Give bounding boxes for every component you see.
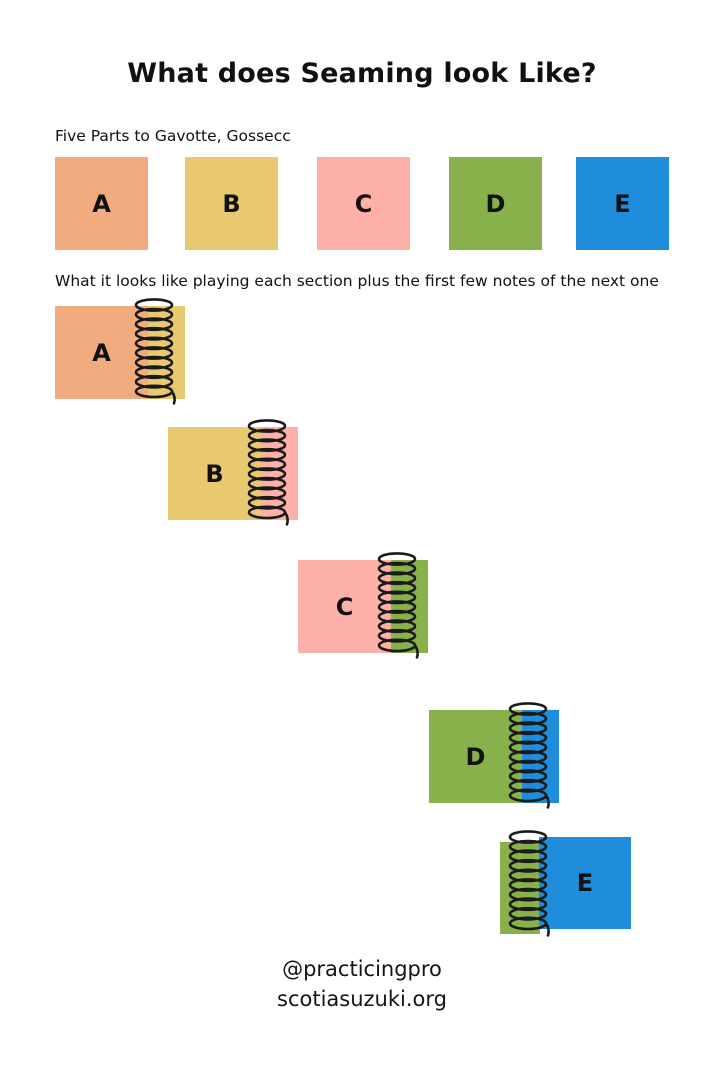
coil-loop bbox=[508, 740, 548, 755]
coil-tail bbox=[170, 390, 176, 405]
coil-loop bbox=[377, 561, 417, 576]
coil-loop bbox=[134, 374, 174, 389]
seam-box-e: E bbox=[539, 837, 631, 929]
part-box-c: C bbox=[317, 157, 410, 250]
seam-box-c: C bbox=[298, 560, 391, 653]
coil-loop bbox=[377, 609, 417, 624]
seam-label-d: D bbox=[465, 742, 486, 771]
coil-loop bbox=[377, 590, 417, 605]
coil-loop bbox=[508, 769, 548, 784]
coil-loop bbox=[508, 839, 548, 854]
coil-loop bbox=[134, 336, 174, 351]
seam-box-d: D bbox=[429, 710, 522, 803]
seam-c-next-part-edge bbox=[390, 560, 428, 653]
coil-loop bbox=[377, 552, 417, 566]
page-title: What does Seaming look Like? bbox=[127, 58, 597, 89]
coil-loop bbox=[134, 365, 174, 380]
seam-a-next-part-edge bbox=[147, 306, 185, 399]
part-box-a: A bbox=[55, 157, 148, 250]
coil-loop bbox=[377, 600, 417, 614]
coil-loop bbox=[247, 447, 287, 462]
coil-loop bbox=[247, 486, 287, 501]
coil-loop bbox=[508, 750, 548, 764]
coil-loop bbox=[134, 346, 174, 360]
coil-loop bbox=[508, 849, 548, 864]
coil-loop bbox=[508, 878, 548, 892]
coil-loop bbox=[508, 858, 548, 873]
part-box-d: D bbox=[449, 157, 542, 250]
coil-loop bbox=[247, 495, 287, 510]
coil-loop bbox=[508, 759, 548, 774]
coil-loop bbox=[247, 438, 287, 453]
stitch-coil-icon bbox=[377, 552, 419, 659]
part-box-e: E bbox=[576, 157, 669, 250]
website: scotiasuzuki.org bbox=[277, 987, 447, 1011]
coil-tail bbox=[283, 511, 289, 526]
coil-loop bbox=[508, 906, 548, 921]
coil-loop bbox=[377, 571, 417, 586]
coil-loop bbox=[247, 428, 287, 443]
part-label-c: C bbox=[354, 189, 373, 218]
part-label-b: B bbox=[222, 189, 241, 218]
coil-loop bbox=[247, 467, 287, 481]
part-label-a: A bbox=[92, 189, 111, 218]
coil-tail bbox=[544, 922, 550, 937]
coil-loop bbox=[377, 580, 417, 595]
coil-loop bbox=[508, 887, 548, 902]
coil-loop bbox=[247, 457, 287, 472]
parts-caption: Five Parts to Gavotte, Gossecc bbox=[55, 127, 291, 145]
seam-label-e: E bbox=[576, 869, 594, 897]
coil-loop bbox=[508, 702, 548, 716]
seam-label-b: B bbox=[205, 459, 224, 488]
seam-d-next-part-edge bbox=[521, 710, 559, 803]
seam-box-a: A bbox=[55, 306, 148, 399]
coil-loop bbox=[508, 897, 548, 912]
coil-loop bbox=[247, 419, 287, 433]
seam-b-next-part-edge bbox=[260, 427, 298, 520]
coil-loop bbox=[134, 355, 174, 370]
part-label-d: D bbox=[485, 189, 506, 218]
coil-tail bbox=[544, 794, 550, 809]
coil-loop bbox=[508, 830, 548, 844]
stitch-coil-icon bbox=[508, 702, 550, 809]
coil-loop bbox=[508, 711, 548, 726]
part-box-b: B bbox=[185, 157, 278, 250]
stitch-coil-icon bbox=[508, 830, 550, 937]
seam-label-c: C bbox=[335, 592, 354, 621]
coil-loop bbox=[134, 326, 174, 341]
coil-loop bbox=[377, 619, 417, 634]
coil-loop bbox=[508, 730, 548, 745]
coil-loop bbox=[134, 307, 174, 322]
social-handle: @practicingpro bbox=[282, 957, 442, 981]
coil-tail bbox=[413, 644, 419, 659]
seaming-caption: What it looks like playing each section … bbox=[55, 272, 659, 290]
seam-box-b: B bbox=[168, 427, 261, 520]
seam-label-a: A bbox=[92, 338, 111, 367]
coil-loop bbox=[134, 298, 174, 312]
stitch-coil-icon bbox=[247, 419, 289, 526]
coil-loop bbox=[377, 628, 417, 643]
part-label-e: E bbox=[614, 189, 631, 218]
coil-loop bbox=[247, 476, 287, 491]
coil-loop bbox=[508, 868, 548, 883]
coil-loop bbox=[134, 317, 174, 332]
stitch-coil-icon bbox=[134, 298, 176, 405]
coil-loop bbox=[508, 778, 548, 793]
coil-loop bbox=[508, 721, 548, 736]
